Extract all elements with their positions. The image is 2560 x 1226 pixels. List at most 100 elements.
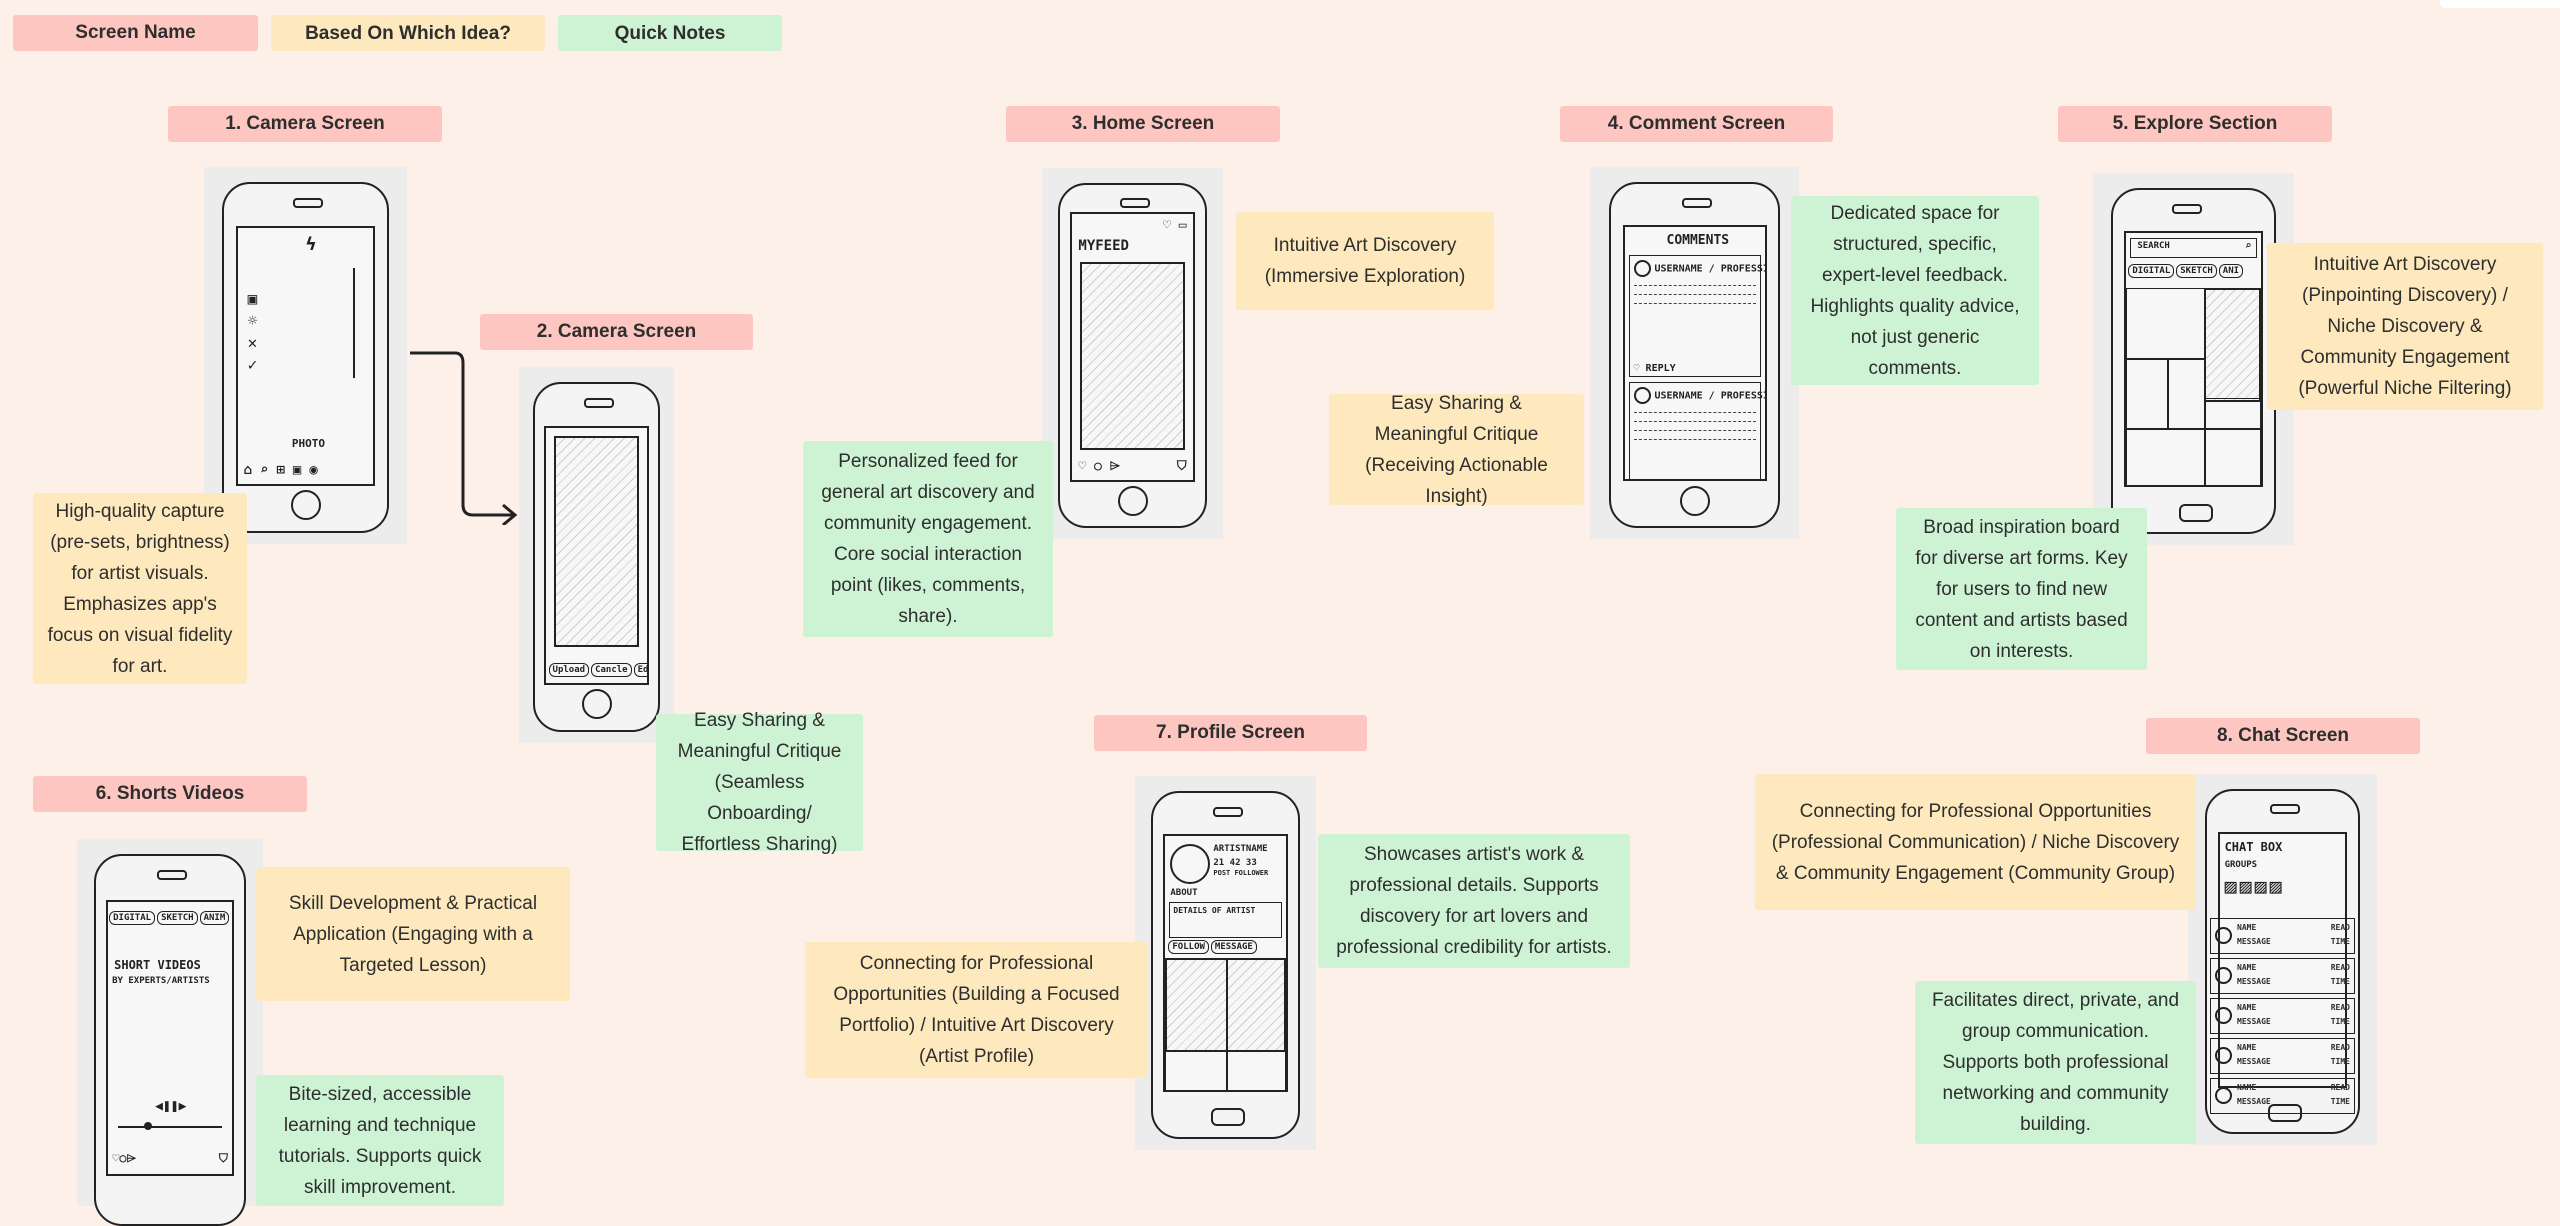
post-actions-icons: ♡ ○ ⌲ [1078,458,1120,474]
note-home: Personalized feed for general art discov… [803,441,1053,637]
search-icon: ⌕ [2245,238,2252,252]
feed-post-image [1080,262,1185,450]
legend-quick-notes: Quick Notes [558,15,782,51]
shorts-heading: SHORT VIDEOS [114,957,201,972]
chat-avatar [2215,1007,2232,1024]
bookmark-icon: ⛉ [1176,458,1187,474]
note-comment: Dedicated space for structured, specific… [1791,196,2039,385]
comment-card: USERNAME / PROFESSION ♡ REPLY [1628,381,1765,480]
idea-shorts: Skill Development & Practical Applicatio… [256,867,570,1001]
chat-screen-sketch: CHAT BOX GROUPS ▨▨▨▨ [2188,774,2377,1145]
screen-title-comment: 4. Comment Screen [1560,106,1833,142]
chat-box-header: CHAT BOX [2224,839,2283,854]
idea-comment: Easy Sharing & Meaningful Critique (Rece… [1329,393,1584,507]
chat-avatar [2215,1047,2232,1064]
chat-message: MESSAGE [2237,977,2271,986]
groups-heading: GROUPS [2224,859,2258,870]
comment-screen-sketch: COMMENTS USERNAME / PROFESSION ♡ REPLY U… [1590,167,1799,539]
camera-tools-icons: ▣☼✕✓ [247,288,258,374]
idea-explore: Intuitive Art Discovery (Pinpointing Dis… [2267,243,2543,410]
about-heading: ABOUT [1170,888,1198,899]
bookmark-icon: ⛉ [218,1151,228,1166]
chat-name: NAME [2237,1043,2257,1052]
idea-profile: Connecting for Professional Opportunitie… [805,942,1148,1078]
video-actions-icons: ♡○⌲ [112,1151,136,1166]
cancel-button[interactable]: Cancle [591,662,632,677]
chat-message: MESSAGE [2237,1017,2271,1026]
follow-button[interactable]: FOLLOW [1168,940,1209,955]
camera-actions: UploadCancleEdit [548,662,648,677]
artist-stats: 21 42 33 [1213,858,1257,869]
camera-screen-sketch: ϟ ▣☼✕✓ PHOTO ⌂⌕⊞▣◉ [204,167,407,544]
chat-read: READ [2330,923,2350,932]
brightness-slider [353,267,356,378]
note-camera-1: High-quality capture (pre-sets, brightne… [33,493,247,684]
chat-time: TIME [2330,1097,2350,1106]
chat-row[interactable]: NAME MESSAGE READ TIME [2210,958,2355,994]
artist-details: DETAILS OF ARTIST [1173,906,1256,916]
chat-read: READ [2330,963,2350,972]
portfolio-tile[interactable] [1165,958,1230,1053]
note-explore: Broad inspiration board for diverse art … [1896,508,2147,670]
message-button[interactable]: MESSAGE [1210,940,1257,955]
legend-screen-name: Screen Name [13,15,258,51]
reply-link[interactable]: ♡ REPLY [1633,362,1676,374]
chat-avatar [2215,967,2232,984]
chat-time: TIME [2330,1057,2350,1066]
myfeed-header: MYFEED [1078,238,1129,255]
flash-icon: ϟ [305,233,317,255]
chat-avatar [2215,927,2232,944]
portfolio-tile[interactable] [1165,1050,1228,1091]
chat-name: NAME [2237,963,2257,972]
screen-title-camera-1: 1. Camera Screen [168,106,442,142]
chat-message: MESSAGE [2237,1057,2271,1066]
portfolio-tile[interactable] [1225,958,1286,1053]
idea-chat: Connecting for Professional Opportunitie… [1755,774,2196,910]
legend-idea: Based On Which Idea? [271,15,545,51]
explore-art-tile[interactable] [2204,287,2261,402]
comment-username: USERNAME / PROFESSION [1654,263,1765,275]
screen-title-shorts: 6. Shorts Videos [33,776,307,812]
video-progress-bar[interactable] [118,1122,222,1131]
edit-button[interactable]: Edit [633,662,648,677]
chat-message: MESSAGE [2237,937,2271,946]
corner-toolbar[interactable] [2440,0,2560,8]
upload-button[interactable]: Upload [548,662,590,677]
notification-icons: ♡ ▭ [1163,218,1187,234]
screen-title-chat: 8. Chat Screen [2146,718,2420,754]
screen-title-explore: 5. Explore Section [2058,106,2332,142]
group-avatars-icons[interactable]: ▨▨▨▨ [2224,873,2285,898]
captured-art-image [553,435,640,647]
chat-message: MESSAGE [2237,1097,2271,1106]
chat-name: NAME [2237,1003,2257,1012]
photo-mode-label: PHOTO [291,436,326,450]
note-shorts: Bite-sized, accessible learning and tech… [256,1075,504,1206]
comments-header: COMMENTS [1666,232,1730,248]
search-bar[interactable]: SEARCH⌕ [2130,237,2257,258]
chat-time: TIME [2330,977,2350,986]
comment-username: USERNAME / PROFESSION [1654,390,1765,402]
artist-avatar [1170,844,1211,885]
portfolio-tile[interactable] [1225,1050,1286,1091]
chat-avatar [2215,1087,2232,1104]
screen-title-camera-2: 2. Camera Screen [480,314,753,350]
screen-title-home: 3. Home Screen [1006,106,1280,142]
camera-preview-sketch: UploadCancleEdit [519,367,674,743]
shorts-subheading: BY EXPERTS/ARTISTS [112,975,210,986]
comment-card: USERNAME / PROFESSION ♡ REPLY [1628,254,1765,377]
screen-title-profile: 7. Profile Screen [1094,715,1367,751]
idea-home: Intuitive Art Discovery (Immersive Explo… [1236,212,1494,310]
playback-controls-icon[interactable]: ◀❚❚▶ [155,1099,187,1115]
chat-read: READ [2330,1083,2350,1092]
bottom-nav-icons: ⌂⌕⊞▣◉ [243,461,326,478]
chat-name: NAME [2237,923,2257,932]
artist-name: ARTISTNAME [1213,844,1268,855]
